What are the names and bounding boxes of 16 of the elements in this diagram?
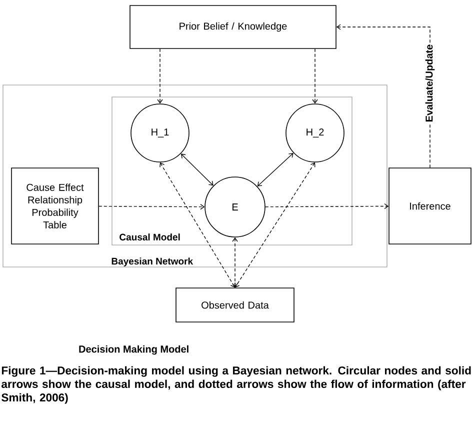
process-box: Prior Belief / Knowledge [130, 5, 336, 49]
data-box: Observed Data [176, 288, 294, 322]
arrow [312, 48, 318, 104]
arrow [180, 154, 214, 186]
arrow [234, 162, 316, 288]
arrow [265, 203, 389, 210]
edge-label: Evaluate/Update [424, 43, 436, 124]
table-box: Cause Effect Relationship Probability Table [11, 168, 99, 244]
arrow [160, 162, 236, 288]
arrow [257, 152, 294, 186]
arrow [98, 204, 205, 210]
arrow [232, 237, 238, 288]
arrow [157, 48, 163, 104]
diagram-title: Decision Making Model [79, 345, 188, 355]
caption: Figure 1—Decision-making model using a Bayesian network. Circular nodes and solid arrows show the causal model, and dotted arrows show the flow of information (after Smith, 2006) [2, 366, 471, 404]
process-box: Inference [388, 168, 472, 244]
